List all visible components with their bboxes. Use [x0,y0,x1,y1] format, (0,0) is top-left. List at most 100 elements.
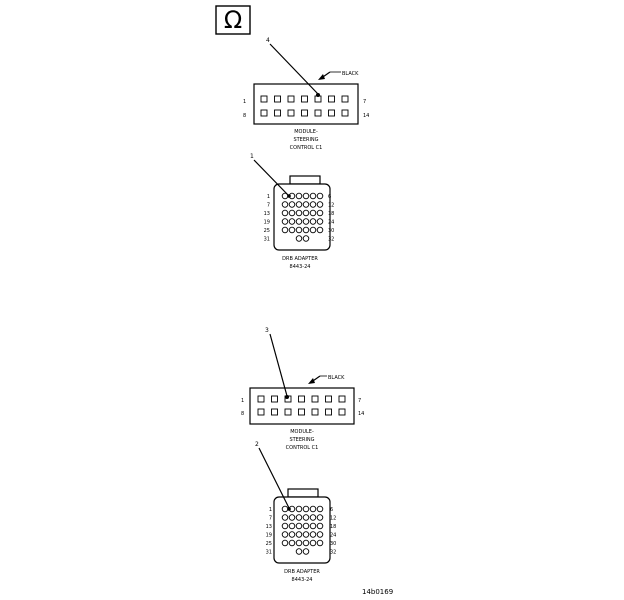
adapter-pin-cavity [302,514,310,521]
leader-number: 4 [266,37,270,44]
adapter-pin-cavity [288,209,296,217]
pin-cavity [271,395,278,403]
adapter-pin-cavity [288,531,296,538]
adapter-label-line: 8443-24 [292,577,313,583]
adapter-pin-cavity [295,201,303,208]
adapter-label-line: DRB ADAPTER [284,569,320,575]
adapter-pin-cavity [309,192,317,200]
pin-cavity [287,109,295,117]
adapter-pin-cavity [288,522,296,530]
adapter-pin-cavity [302,209,310,217]
adapter-pin-cavity [281,539,289,547]
adapter-row-label: 32 [328,237,334,243]
leader-number: 3 [265,327,269,334]
adapter-pin-cavity [309,226,317,234]
adapter-row-label: 12 [330,516,336,522]
pin-cavity [257,395,265,403]
pin-cavity [314,109,322,117]
pin-cavity [311,395,319,403]
pin-cavity [260,95,268,103]
adapter-row-label: 6 [328,194,331,200]
adapter-pin-cavity [295,505,303,513]
adapter-pin-cavity [309,218,317,225]
adapter-pin-cavity [295,192,303,200]
pin-cavity [328,109,335,117]
pin-label: 7 [358,398,361,404]
adapter-row-label: 31 [266,550,272,556]
adapter-pin-cavity [302,201,310,208]
module-label-line: STEERING [289,437,314,443]
adapter-pin-cavity [295,209,303,217]
adapter-row-label: 18 [328,211,334,217]
adapter-pin-cavity [302,505,310,513]
adapter-pin-cavity [288,226,296,234]
adapter-pin-cavity [302,235,310,242]
leader-line [253,159,290,197]
adapter-row-label: 31 [264,237,270,243]
module-label-line: CONTROL C1 [290,145,323,151]
adapter-pin-cavity [302,548,310,555]
pin-cavity [311,408,319,416]
adapter-row-label: 24 [328,220,334,226]
ohmmeter-symbol: Ω [215,5,251,35]
module-label-line: STEERING [293,137,318,143]
pin-cavity [338,408,346,416]
adapter-row-label: 1 [267,194,270,200]
adapter-pin-cavity [316,209,324,217]
adapter-row-label: 19 [264,220,270,226]
leader-number: 1 [250,153,254,160]
leader-dot [316,93,320,97]
pin-cavity [301,95,308,103]
adapter-row-label: 32 [330,550,336,556]
adapter-pin-cavity [288,218,296,225]
adapter-pin-cavity [295,226,303,234]
adapter-label-line: DRB ADAPTER [282,256,318,262]
adapter-key [289,175,321,185]
adapter-pin-cavity [316,514,324,521]
adapter-pin-grid [281,192,324,242]
pin-cavity [341,109,349,117]
pin-label: 7 [363,99,366,105]
pin-cavity [325,408,332,416]
module-label-line: MODULE- [294,129,318,135]
pin-label: 1 [243,99,246,105]
adapter-row-label: 7 [269,516,272,522]
adapter-pin-cavity [281,522,289,530]
adapter-body [273,496,331,564]
adapter-pin-cavity [309,505,317,513]
pin-cavity [284,408,292,416]
figure-id: 14b0169 [362,588,393,596]
module-label-line: CONTROL C1 [286,445,319,451]
module-label-line: MODULE- [290,429,314,435]
pin-cavity [298,408,305,416]
adapter-label-line: 8443-24 [290,264,311,270]
adapter-pin-cavity [302,192,310,200]
adapter-row-label: 30 [330,541,336,547]
adapter-row-label: 13 [264,211,270,217]
adapter-pin-cavity [316,192,324,200]
adapter-pin-cavity [316,539,324,547]
adapter-pin-cavity [316,226,324,234]
pin-cavity [338,395,346,403]
connector-body [249,387,355,425]
connector-body [253,83,359,125]
pin-label: 1 [241,398,244,404]
adapter-pin-cavity [281,218,289,225]
adapter-body [273,183,331,251]
module-connector-top: 4 BLACK 1 8 7 14 MODULE- STEERING CONTRO… [243,37,369,151]
adapter-pin-cavity [302,539,310,547]
pin-label: 8 [243,113,246,119]
adapter-pin-cavity [316,522,324,530]
pin-label: 14 [358,411,364,417]
pin-cavity [301,109,308,117]
adapter-pin-cavity [281,531,289,538]
adapter-pin-cavity [316,218,324,225]
adapter-pin-cavity [288,514,296,521]
adapter-pin-cavity [302,226,310,234]
leader-line [269,333,288,397]
adapter-pin-cavity [309,514,317,521]
adapter-row-label: 30 [328,228,334,234]
